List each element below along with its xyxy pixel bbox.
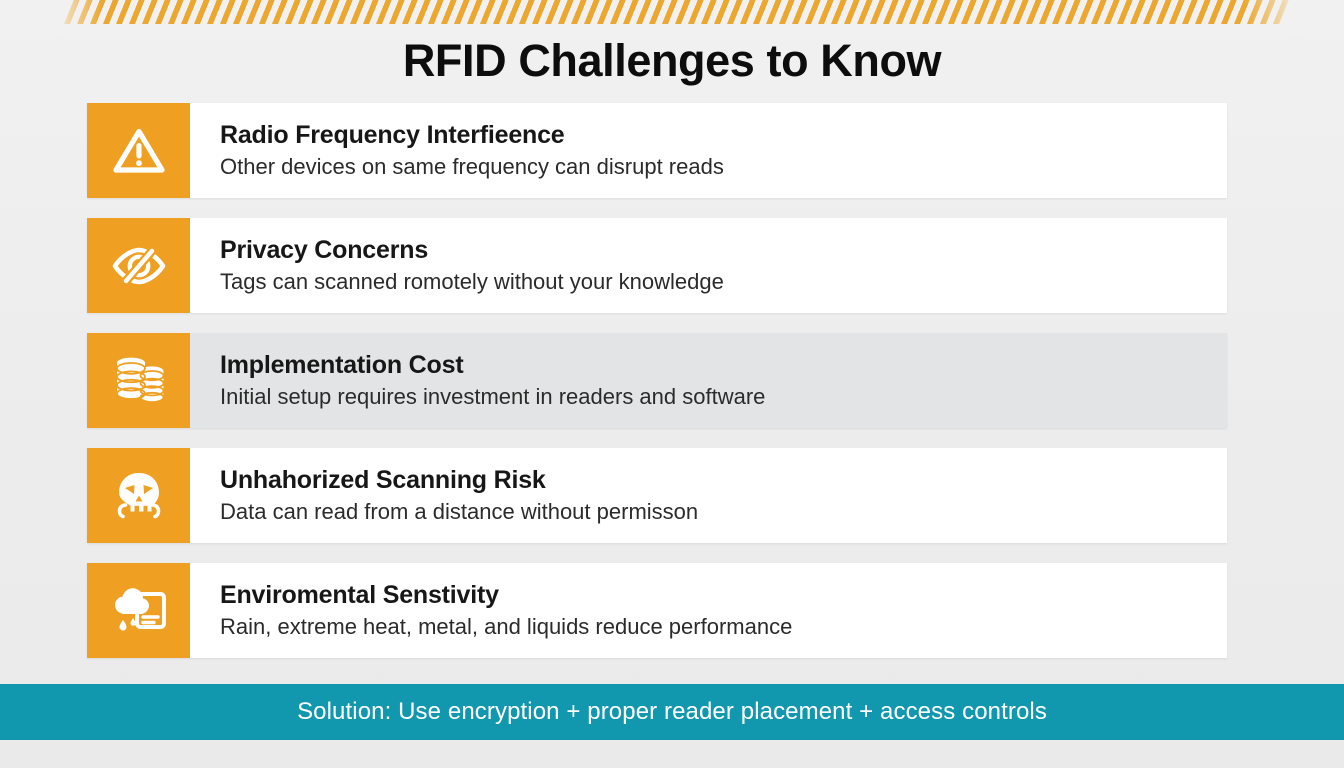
challenge-description: Other devices on same frequency can disr… (220, 153, 724, 179)
challenge-description: Data can read from a distance without pe… (220, 498, 699, 524)
challenge-text: Unhahorized Scanning Risk Data can read … (190, 448, 1227, 543)
challenge-text: Enviromental Senstivity Rain, extreme he… (190, 563, 1227, 658)
diagonal-stripe-banner (0, 0, 1344, 34)
challenge-title: Enviromental Senstivity (220, 580, 499, 609)
challenge-row-implementation-cost[interactable]: Implementation Cost Initial setup requir… (87, 333, 1227, 428)
stripe-fade-right (1244, 0, 1304, 34)
challenge-description: Tags can scanned romotely without your k… (220, 268, 724, 294)
stripe-pattern (64, 0, 1295, 24)
solution-text: Solution: Use encryption + proper reader… (297, 698, 1047, 725)
rain-cloud-device-icon (87, 563, 190, 658)
challenge-text: Privacy Concerns Tags can scanned romote… (190, 218, 1227, 313)
challenge-row-privacy-concerns[interactable]: Privacy Concerns Tags can scanned romote… (87, 218, 1227, 313)
challenge-title: Implementation Cost (220, 350, 464, 379)
skull-icon (87, 448, 190, 543)
challenge-list: Radio Frequency Interfieence Other devic… (87, 103, 1227, 678)
challenge-text: Implementation Cost Initial setup requir… (190, 333, 1227, 428)
stripe-fade-left (50, 0, 102, 34)
solution-bar: Solution: Use encryption + proper reader… (0, 684, 1344, 740)
challenge-text: Radio Frequency Interfieence Other devic… (190, 103, 1227, 198)
coins-stack-icon (87, 333, 190, 428)
challenge-row-environmental-sensitivity[interactable]: Enviromental Senstivity Rain, extreme he… (87, 563, 1227, 658)
challenge-description: Rain, extreme heat, metal, and liquids r… (220, 613, 793, 639)
challenge-title: Unhahorized Scanning Risk (220, 465, 546, 494)
challenge-title: Privacy Concerns (220, 235, 429, 264)
challenge-description: Initial setup requires investment in rea… (220, 383, 766, 409)
challenge-row-unauthorized-scanning-risk[interactable]: Unhahorized Scanning Risk Data can read … (87, 448, 1227, 543)
page-title: RFID Challenges to Know (402, 35, 942, 86)
challenge-row-radio-frequency-interference[interactable]: Radio Frequency Interfieence Other devic… (87, 103, 1227, 198)
warning-triangle-icon (87, 103, 190, 198)
eye-off-icon (87, 218, 190, 313)
challenge-title: Radio Frequency Interfieence (220, 120, 565, 149)
